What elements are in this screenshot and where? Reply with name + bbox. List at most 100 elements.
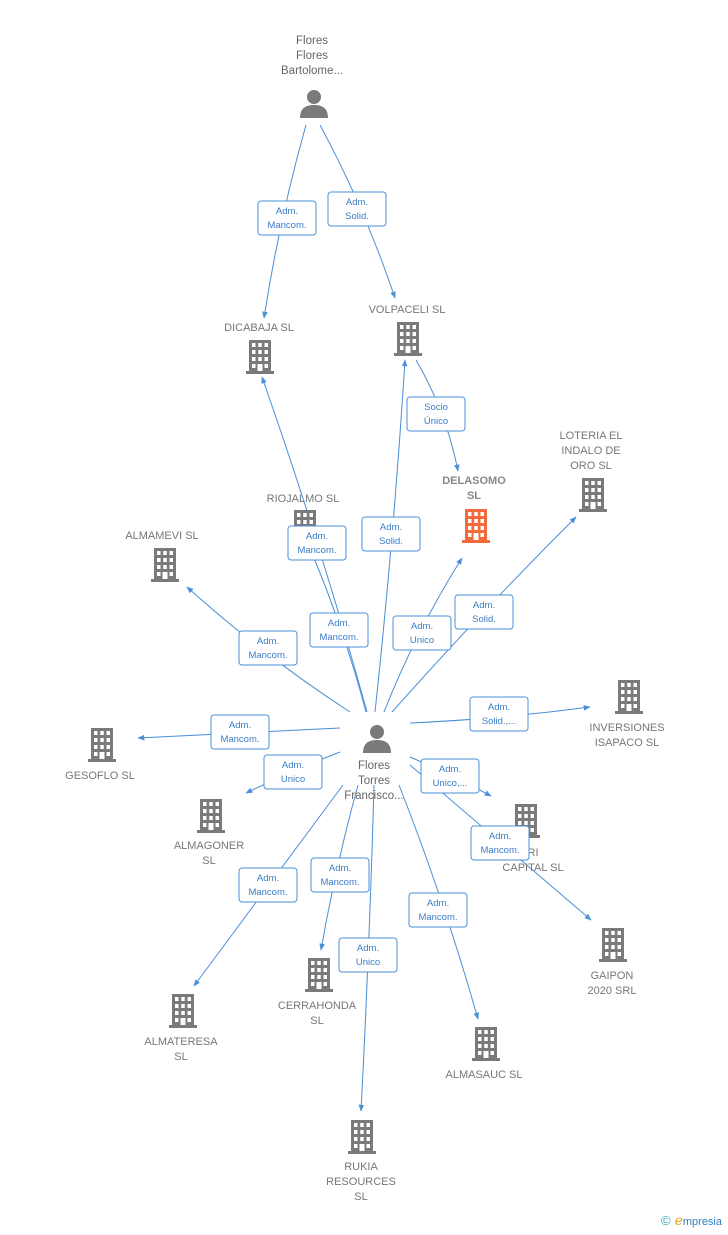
node-almateresa[interactable]: ALMATERESA SL: [144, 994, 218, 1063]
edge-label-text: Adm.: [229, 720, 251, 731]
building-icon: [348, 1120, 376, 1154]
building-icon: [88, 728, 116, 762]
edge-label-francisco-to-gaipon[interactable]: Adm. Mancom.: [470, 825, 530, 861]
building-icon: [472, 1027, 500, 1061]
edge-label-text: Adm.: [439, 764, 461, 775]
edge-label-text: Adm.: [489, 831, 511, 842]
node-label: RESOURCES: [326, 1176, 396, 1188]
edge-label-text: Solid.,...: [482, 716, 516, 727]
edge-label-francisco-to-gesoflo[interactable]: Adm. Mancom.: [210, 714, 270, 750]
node-label: RUKIA: [344, 1161, 378, 1173]
edge-label-francisco-to-riojalmo[interactable]: Adm.Mancom.: [309, 612, 369, 648]
edge-label-text: Solid.: [472, 614, 496, 625]
edge-label-text: Adm.: [380, 522, 402, 533]
edge-label-francisco-to-ri-capital[interactable]: Adm. Unico,...: [420, 758, 480, 794]
edge-label-box: [257, 200, 317, 236]
node-label: Bartolome...: [281, 65, 343, 77]
node-label: INDALO DE: [561, 445, 620, 457]
edge-label-text: Adm.: [346, 197, 368, 208]
edge-label-box: [309, 612, 369, 648]
node-francisco[interactable]: FloresTorresFrancisco...: [344, 725, 404, 802]
edge-label-text: Adm.: [473, 600, 495, 611]
edge-label-francisco-to-cerrahonda[interactable]: Adm.Mancom.: [310, 857, 370, 893]
edge-label-text: Solid.: [379, 536, 403, 547]
edge-label-box: [238, 867, 298, 903]
node-bartolome[interactable]: FloresFloresBartolome...: [281, 35, 343, 118]
building-icon: [305, 958, 333, 992]
edge-label-francisco-to-dicabaja[interactable]: Adm.Mancom.: [287, 525, 347, 561]
node-label: 2020 SRL: [588, 985, 637, 997]
edge-label-box: [210, 714, 270, 750]
edge-label-text: Adm.: [276, 206, 298, 217]
edge-label-francisco-to-loteria[interactable]: Adm. Solid.: [454, 594, 514, 630]
edge-label-box: [238, 630, 298, 666]
edge-label-text: Único: [424, 416, 448, 427]
node-label: ALMATERESA: [144, 1036, 218, 1048]
edge-label-text: Mancom.: [248, 650, 287, 661]
node-label: GAIPON: [591, 970, 634, 982]
node-almamevi[interactable]: ALMAMEVI SL: [125, 530, 199, 582]
building-icon: [151, 548, 179, 582]
node-gaipon[interactable]: GAIPON 2020 SRL: [588, 928, 637, 997]
node-label: SL: [467, 490, 481, 502]
node-label: SL: [354, 1191, 367, 1203]
edge-label-text: Unico: [410, 635, 434, 646]
empresia-watermark: ©empresia: [661, 1213, 722, 1229]
edge-label-text: Mancom.: [297, 545, 336, 556]
brand-initial: e: [674, 1213, 683, 1229]
edge-label-bartolome-to-dicabaja[interactable]: Adm.Mancom.: [257, 200, 317, 236]
edge-label-francisco-to-almasauc[interactable]: Adm. Mancom.: [408, 892, 468, 928]
node-volpaceli[interactable]: VOLPACELI SL: [369, 304, 446, 356]
node-almasauc[interactable]: ALMASAUC SL: [445, 1027, 523, 1081]
edge-label-francisco-to-almamevi[interactable]: Adm.Mancom.: [238, 630, 298, 666]
building-icon: [615, 680, 643, 714]
edge-label-francisco-to-volpaceli[interactable]: Adm. Solid.: [361, 516, 421, 552]
edge-label-text: Mancom.: [418, 912, 457, 923]
node-label: ALMASAUC SL: [445, 1069, 522, 1081]
node-label: CAPITAL SL: [502, 862, 563, 874]
node-rukia[interactable]: RUKIA RESOURCES SL: [326, 1120, 396, 1203]
copyright-icon: ©: [660, 1213, 671, 1228]
edge-label-bartolome-to-volpaceli[interactable]: Adm.Solid.: [327, 191, 387, 227]
edge-label-francisco-to-rukia[interactable]: Adm.Unico: [338, 937, 398, 973]
node-label: DICABAJA SL: [224, 322, 294, 334]
edge-label-box: [338, 937, 398, 973]
node-almagoner[interactable]: ALMAGONER SL: [174, 799, 244, 867]
edge-label-text: Unico,...: [433, 778, 468, 789]
nodes-layer: FloresFloresBartolome...FloresTorresFran…: [65, 35, 664, 1203]
edge-label-francisco-to-inversiones[interactable]: Adm.Solid.,...: [469, 696, 529, 732]
node-label: ORO SL: [570, 460, 612, 472]
edge-label-francisco-to-delasomo[interactable]: Adm. Unico: [392, 615, 452, 651]
edge-label-francisco-to-almateresa[interactable]: Adm. Mancom.: [238, 867, 298, 903]
node-label: ALMAGONER: [174, 840, 244, 852]
node-riojalmo[interactable]: RIOJALMO SL: [267, 493, 340, 544]
building-icon: [394, 322, 422, 356]
edge-label-text: Mancom.: [248, 887, 287, 898]
edge-label-box: [361, 516, 421, 552]
node-label: Flores: [296, 50, 328, 62]
node-label: SL: [174, 1051, 187, 1063]
node-label: Flores: [296, 35, 328, 47]
edge-label-text: Adm.: [427, 898, 449, 909]
edge-label-text: Mancom.: [220, 734, 259, 745]
edge-label-box: [454, 594, 514, 630]
edge-label-francisco-to-almagoner[interactable]: Adm.Unico: [263, 754, 323, 790]
node-label: SL: [202, 855, 215, 867]
edge-label-text: Mancom.: [480, 845, 519, 856]
person-icon: [300, 90, 328, 118]
edge-label-text: Adm.: [257, 873, 279, 884]
node-gesoflo[interactable]: GESOFLO SL: [65, 728, 135, 782]
edge-label-text: Unico: [281, 774, 305, 785]
node-delasomo[interactable]: DELASOMO SL: [442, 475, 506, 543]
node-label: DELASOMO: [442, 475, 506, 487]
edge-label-text: Socio: [424, 402, 448, 413]
node-dicabaja[interactable]: DICABAJA SL: [224, 322, 294, 374]
edge-labels-layer: Adm.Mancom.Adm.Solid.SocioÚnicoAdm.Manco…: [210, 191, 530, 973]
edge-label-text: Adm.: [411, 621, 433, 632]
